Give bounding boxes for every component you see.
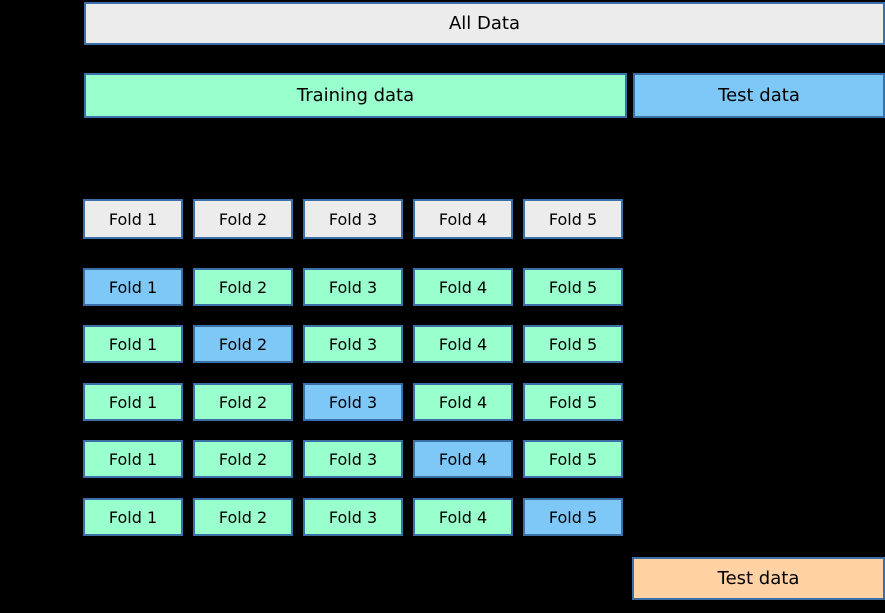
train-fold-box: Fold 1	[83, 440, 183, 478]
train-fold-box: Fold 3	[303, 325, 403, 363]
split-row-3: Fold 1 Fold 2 Fold 3 Fold 4 Fold 5	[0, 383, 885, 421]
split-row-2: Fold 1 Fold 2 Fold 3 Fold 4 Fold 5	[0, 325, 885, 363]
split-row-1: Fold 1 Fold 2 Fold 3 Fold 4 Fold 5	[0, 268, 885, 306]
split-row-4: Fold 1 Fold 2 Fold 3 Fold 4 Fold 5	[0, 440, 885, 478]
train-fold-box: Fold 3	[303, 268, 403, 306]
train-fold-box: Fold 1	[83, 498, 183, 536]
validation-fold-box: Fold 1	[83, 268, 183, 306]
all-data-bar: All Data	[84, 2, 885, 45]
train-fold-box: Fold 2	[193, 498, 293, 536]
train-fold-box: Fold 2	[193, 268, 293, 306]
train-fold-box: Fold 1	[83, 325, 183, 363]
training-data-bar: Training data	[84, 73, 627, 118]
fold-header-box: Fold 4	[413, 199, 513, 239]
test-data-bar: Test data	[633, 73, 885, 118]
train-fold-box: Fold 4	[413, 325, 513, 363]
train-fold-box: Fold 3	[303, 440, 403, 478]
validation-fold-box: Fold 4	[413, 440, 513, 478]
train-fold-box: Fold 5	[523, 383, 623, 421]
train-fold-box: Fold 1	[83, 383, 183, 421]
validation-fold-box: Fold 3	[303, 383, 403, 421]
train-fold-box: Fold 4	[413, 498, 513, 536]
fold-header-box: Fold 1	[83, 199, 183, 239]
fold-header-row: Fold 1 Fold 2 Fold 3 Fold 4 Fold 5	[0, 199, 885, 239]
train-fold-box: Fold 5	[523, 325, 623, 363]
validation-fold-box: Fold 5	[523, 498, 623, 536]
train-fold-box: Fold 2	[193, 440, 293, 478]
train-fold-box: Fold 5	[523, 268, 623, 306]
fold-header-box: Fold 3	[303, 199, 403, 239]
train-fold-box: Fold 4	[413, 383, 513, 421]
split-row-5: Fold 1 Fold 2 Fold 3 Fold 4 Fold 5	[0, 498, 885, 536]
fold-header-box: Fold 2	[193, 199, 293, 239]
validation-fold-box: Fold 2	[193, 325, 293, 363]
fold-header-box: Fold 5	[523, 199, 623, 239]
train-fold-box: Fold 2	[193, 383, 293, 421]
train-fold-box: Fold 4	[413, 268, 513, 306]
train-fold-box: Fold 5	[523, 440, 623, 478]
final-test-data-bar: Test data	[632, 557, 885, 600]
train-fold-box: Fold 3	[303, 498, 403, 536]
